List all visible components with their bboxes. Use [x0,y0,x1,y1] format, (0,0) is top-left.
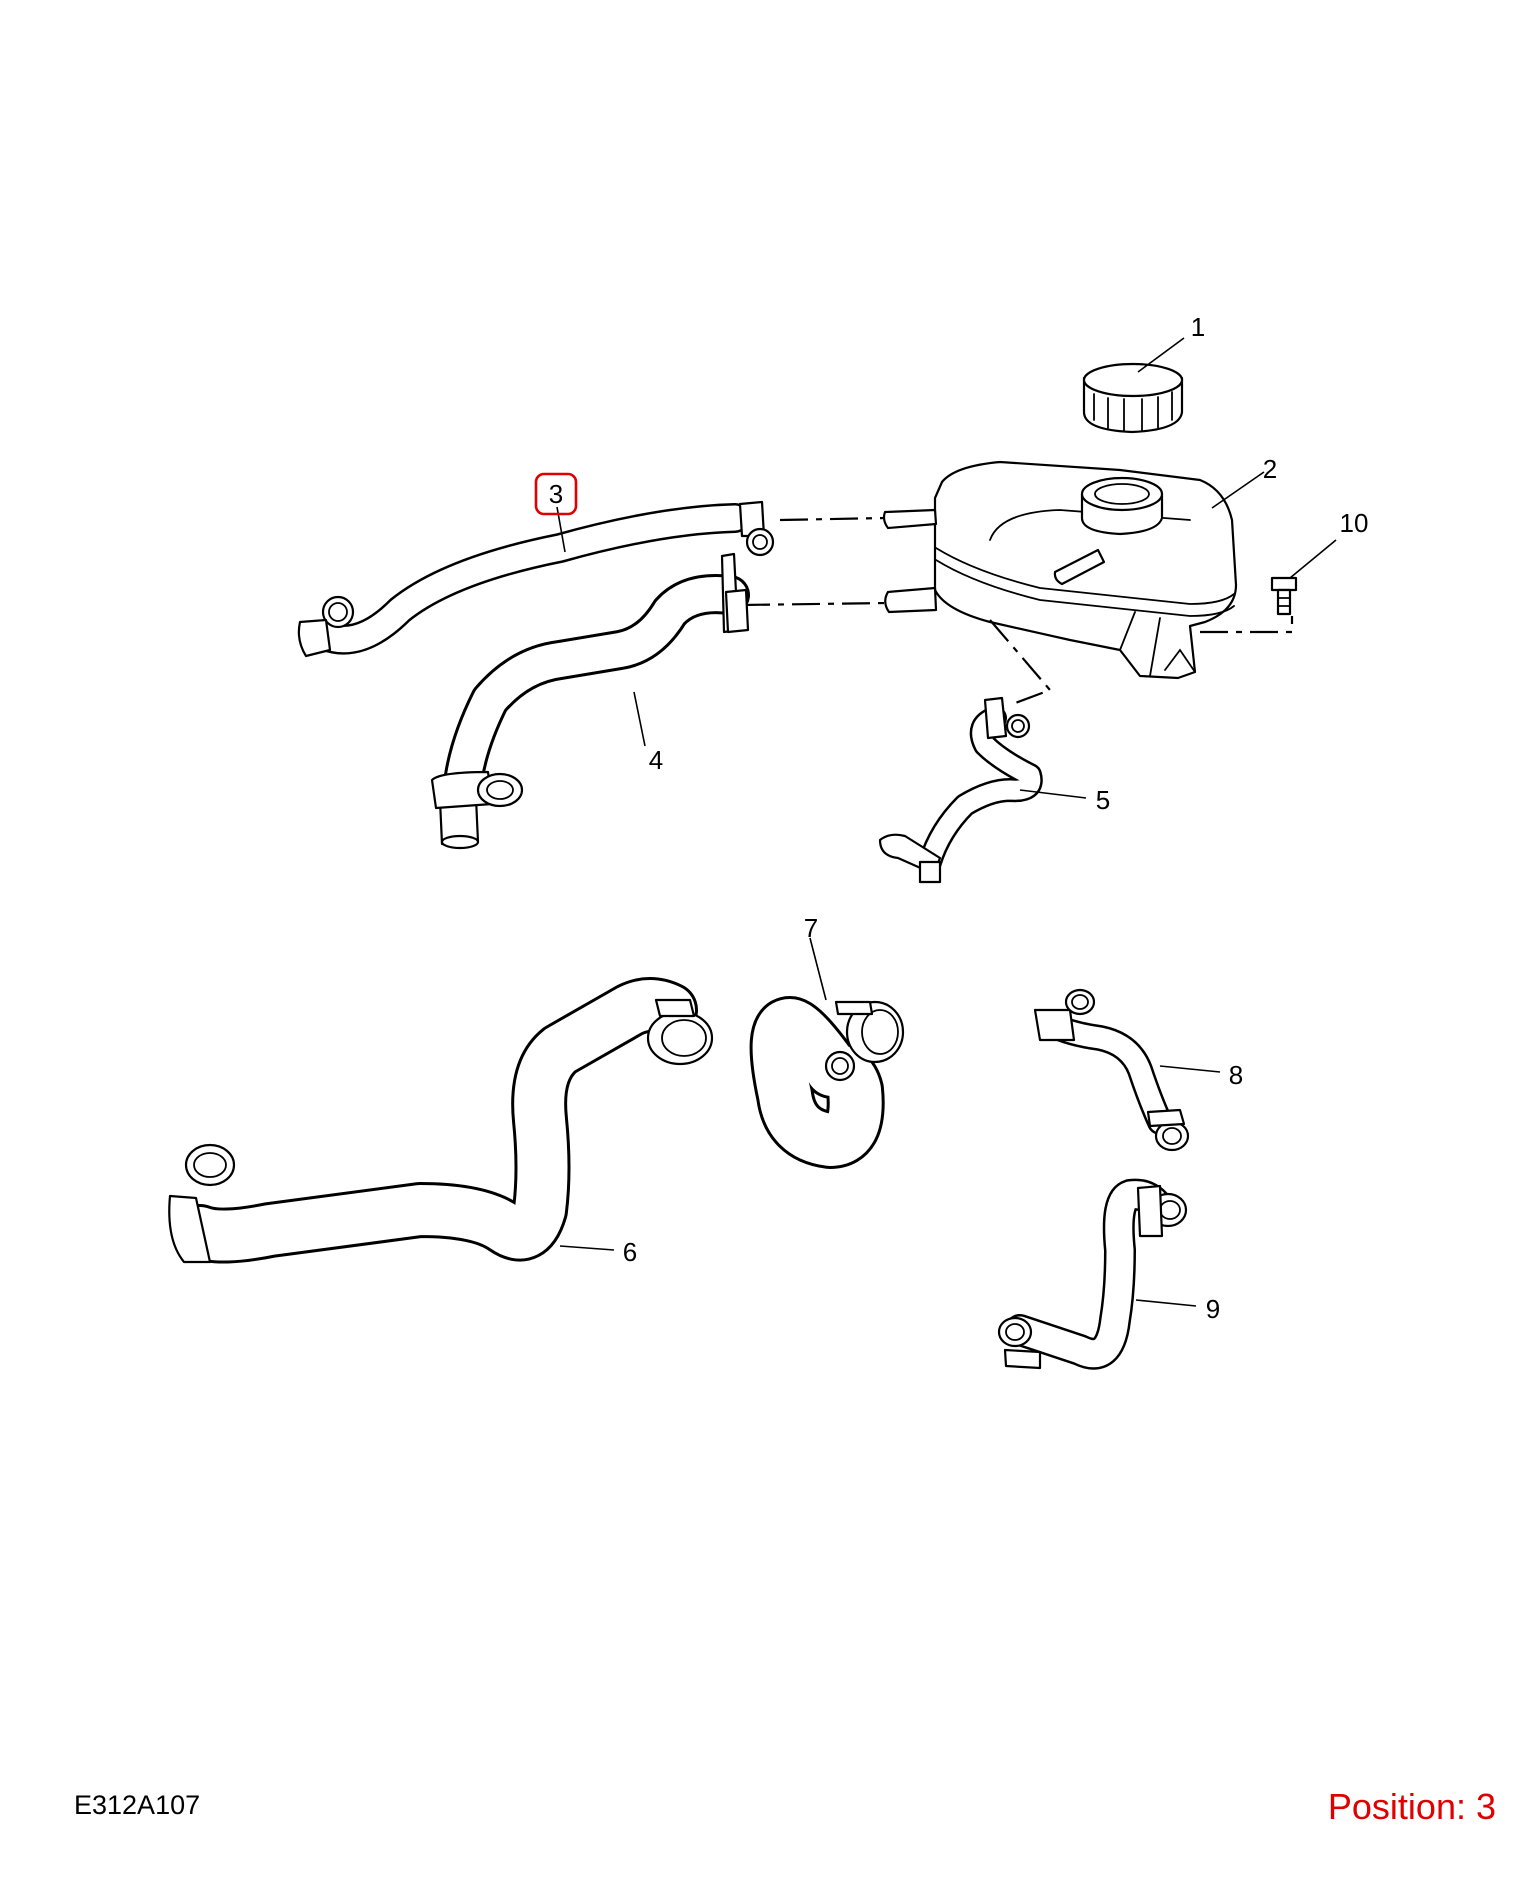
callout-7[interactable]: 7 [804,913,818,943]
part-10-bolt[interactable] [1270,576,1298,616]
part-6-hose[interactable] [168,977,714,1264]
callout-1[interactable]: 1 [1191,312,1205,342]
part-9-hose[interactable] [997,1178,1188,1370]
part-7-hose[interactable] [749,996,905,1169]
part-4-hose[interactable] [430,552,750,850]
callouts: 1 2 3 4 5 6 7 8 9 10 [534,312,1369,1324]
part-5-hose[interactable] [878,696,1043,884]
selected-highlight-box [534,472,578,516]
callout-6[interactable]: 6 [623,1237,637,1267]
part-2-expansion-tank[interactable] [882,460,1238,680]
callout-3[interactable]: 3 [549,479,563,509]
callout-2[interactable]: 2 [1263,454,1277,484]
position-label: Position: 3 [1327,1786,1496,1827]
callout-10[interactable]: 10 [1340,508,1369,538]
leader-lines [556,337,1337,1307]
callout-8[interactable]: 8 [1229,1060,1243,1090]
part-1-filler-cap[interactable] [1082,362,1184,434]
part-3-hose[interactable] [297,500,775,658]
connection-lines [741,516,1294,707]
callout-4[interactable]: 4 [649,745,663,775]
diagram-code: E312A107 [74,1790,201,1820]
callout-9[interactable]: 9 [1206,1294,1220,1324]
callout-5[interactable]: 5 [1096,785,1110,815]
part-8-hose[interactable] [1033,988,1190,1152]
